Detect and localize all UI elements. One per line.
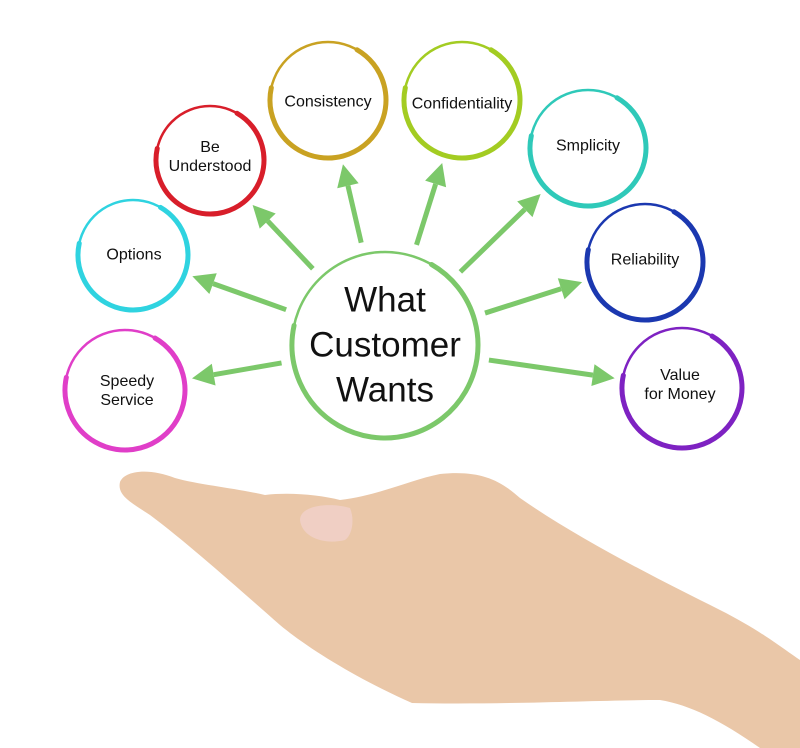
node-circle-value-for-money-brush: [619, 325, 745, 451]
node-circle-be-understood-brush: [153, 103, 267, 217]
arrow-shaft-confidentiality: [414, 183, 439, 246]
center-circle-brush: [289, 249, 481, 441]
node-circle-simplicity-brush: [527, 87, 649, 209]
node-label-options: Options: [106, 246, 162, 264]
arrowhead-speedy-service: [192, 363, 216, 386]
node-label-confidentiality: Confidentiality: [411, 95, 513, 113]
node-circle-confidentiality-brush: [401, 39, 523, 161]
node-circle-reliability-brush: [584, 201, 706, 323]
arrowhead-confidentiality: [425, 162, 447, 188]
arrowhead-simplicity: [517, 193, 541, 218]
node-label-consistency: Consistency: [284, 93, 372, 111]
thumb-nail: [300, 505, 353, 542]
arrow-shaft-value-for-money: [488, 357, 594, 378]
arrow-shaft-speedy-service: [213, 360, 282, 378]
node-circle-consistency-brush: [267, 39, 389, 161]
node-circle-options-brush: [75, 197, 191, 313]
node-label-reliability: Reliability: [610, 251, 680, 269]
arrow-shaft-simplicity: [458, 207, 527, 274]
arrow-shaft-options: [212, 281, 287, 313]
node-label-be-understood: Be Understood: [168, 139, 252, 175]
center-label: What Customer Wants: [309, 280, 461, 410]
arrowhead-options: [192, 273, 217, 294]
arrowhead-reliability: [557, 278, 583, 300]
arrow-shaft-be-understood: [265, 219, 315, 271]
arrowhead-consistency: [337, 164, 359, 189]
node-label-value-for-money: Value for Money: [644, 367, 716, 403]
arrow-shaft-reliability: [484, 286, 562, 316]
hand-illustration: [119, 471, 800, 748]
node-label-simplicity: Smplicity: [555, 137, 621, 155]
node-label-speedy-service: Speedy Service: [99, 373, 155, 409]
node-circle-speedy-service-brush: [62, 327, 188, 453]
arrow-shaft-consistency: [345, 185, 364, 244]
arrowhead-value-for-money: [591, 364, 615, 386]
arrowhead-be-understood: [252, 205, 276, 229]
